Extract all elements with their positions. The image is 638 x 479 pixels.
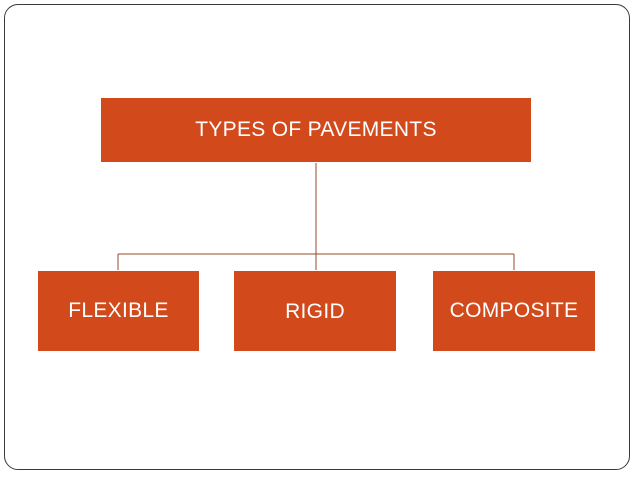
child-node-rigid: RIGID — [233, 270, 397, 352]
child-node-label: FLEXIBLE — [68, 299, 169, 322]
child-node-label: RIGID — [285, 300, 345, 323]
child-node-composite: COMPOSITE — [432, 270, 596, 352]
root-node-label: TYPES OF PAVEMENTS — [195, 118, 437, 141]
slide-frame — [4, 4, 630, 470]
child-node-label: COMPOSITE — [449, 299, 579, 322]
root-node-types-of-pavements: TYPES OF PAVEMENTS — [100, 97, 532, 163]
child-node-flexible: FLEXIBLE — [37, 270, 200, 352]
